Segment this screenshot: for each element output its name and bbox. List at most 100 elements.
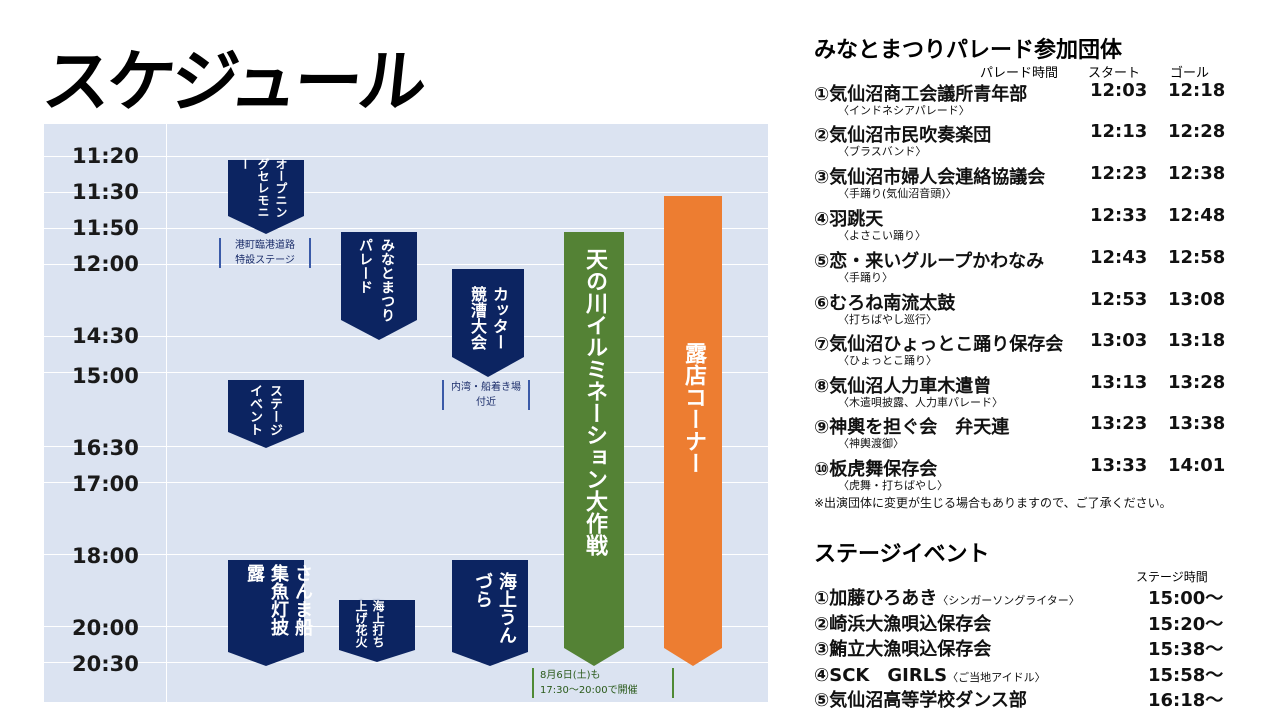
time-label: 20:30 (72, 652, 139, 676)
stage-item-time: 16:18～ (1148, 690, 1224, 711)
roten-marker (664, 196, 722, 666)
performer-type: 〈シンガーソングライター〉 (937, 594, 1080, 607)
time-label: 20:00 (72, 616, 139, 640)
group-performance: 〈虎舞・打ちばやし〉 (838, 479, 948, 492)
performer-name: ②崎浜大漁唄込保存会 (814, 614, 992, 635)
stage-item-name: ②崎浜大漁唄込保存会 (814, 610, 991, 636)
time-label: 11:50 (72, 216, 139, 240)
stage-item-row: ①加藤ひろあき〈シンガーソングライター〉 15:00～ (814, 584, 1234, 610)
stage-item-time: 15:00～ (1148, 588, 1224, 609)
grid-line (44, 156, 768, 157)
unzura-label: 海上うんづら (472, 572, 517, 644)
group-name: ③気仙沼市婦人会連絡協議会 (814, 167, 1046, 188)
group-performance: 〈インドネシアパレード〉 (838, 104, 970, 117)
performer-type: 〈ご当地アイドル〉 (947, 671, 1046, 684)
grid-line (44, 228, 768, 229)
parade-group-row: ②気仙沼市民吹奏楽団 〈ブラスバンド〉 12:13 12:28 (814, 121, 1234, 161)
group-name: ⑤恋・来いグループかわなみ (814, 251, 1045, 272)
stage-item-name: ⑤気仙沼高等学校ダンス部 (814, 686, 1027, 712)
group-goal-time: 12:58 (1168, 247, 1226, 268)
group-start-time: 12:43 (1090, 247, 1148, 268)
group-performance: 〈木遣唄披露、人力車パレード〉 (838, 396, 1003, 409)
group-goal-time: 13:38 (1168, 413, 1226, 434)
note-line: 8月6日(土)も (540, 670, 601, 681)
schedule-timeline: 11:20 11:30 11:50 12:00 14:30 15:00 16:3… (44, 124, 768, 702)
unzura-marker (452, 560, 528, 666)
group-start-time: 12:13 (1090, 121, 1148, 142)
parade-group-row: ⑩板虎舞保存会 〈虎舞・打ちばやし〉 13:33 14:01 (814, 455, 1234, 495)
group-start-time: 13:03 (1090, 330, 1148, 351)
grid-line (44, 662, 768, 663)
group-goal-time: 14:01 (1168, 455, 1226, 476)
parade-group-row: ⑧気仙沼人力車木遣曾 〈木遣唄披露、人力車パレード〉 13:13 13:28 (814, 372, 1234, 412)
parade-group-row: ④羽跳天 〈よさこい踊り〉 12:33 12:48 (814, 205, 1234, 245)
performer-name: ④SCK GIRLS (814, 665, 948, 686)
parade-marker (341, 232, 417, 340)
group-start-time: 12:23 (1090, 163, 1148, 184)
page-title: スケジュール (39, 43, 427, 122)
group-goal-time: 12:38 (1168, 163, 1226, 184)
parade-group-row: ⑨神輿を担ぐ会 弁天連 〈神輿渡御〉 13:23 13:38 (814, 413, 1234, 453)
group-name: ⑧気仙沼人力車木遣曾 (814, 376, 992, 397)
group-performance: 〈よさこい踊り〉 (838, 229, 926, 242)
stage-item-name: ③鮪立大漁唄込保存会 (814, 635, 991, 661)
note-line: 内湾・船着き場 (451, 382, 521, 393)
parade-time-header: パレード時間 (980, 66, 1059, 81)
parade-label: みなとまつりパレード (357, 238, 395, 322)
time-label: 11:20 (72, 144, 139, 168)
amanogawa-marker (564, 232, 624, 666)
stage-item-row: ⑤気仙沼高等学校ダンス部 16:18～ (814, 686, 1234, 712)
group-goal-time: 12:48 (1168, 205, 1226, 226)
stage-item-time: 15:20～ (1148, 614, 1224, 635)
stage-time-header: ステージ時間 (1136, 570, 1208, 584)
note-line: 17:30～20:00で開催 (540, 685, 638, 696)
grid-line (44, 372, 768, 373)
group-name: ⑦気仙沼ひょっとこ踊り保存会 (814, 334, 1064, 355)
group-name: ④羽跳天 (814, 209, 884, 230)
note-line: 特設ステージ (235, 255, 295, 266)
stage-item-name: ④SCK GIRLS〈ご当地アイドル〉 (814, 661, 1046, 687)
group-goal-time: 12:18 (1168, 80, 1226, 101)
group-start-time: 13:23 (1090, 413, 1148, 434)
grid-line (44, 446, 768, 447)
group-name: ⑨神輿を担ぐ会 弁天連 (814, 417, 1010, 438)
group-start-time: 12:53 (1090, 289, 1148, 310)
parade-group-row: ⑤恋・来いグループかわなみ 〈手踊り〉 12:43 12:58 (814, 247, 1234, 287)
group-start-time: 12:03 (1090, 80, 1148, 101)
group-start-time: 13:13 (1090, 372, 1148, 393)
stage-item-row: ②崎浜大漁唄込保存会 15:20～ (814, 610, 1234, 636)
fireworks-label: 海上打ち上げ花火 (354, 600, 385, 648)
group-goal-time: 12:28 (1168, 121, 1226, 142)
group-name: ⑩板虎舞保存会 (814, 459, 938, 480)
time-label: 16:30 (72, 436, 139, 460)
start-header: スタート (1088, 66, 1141, 81)
group-performance: 〈手踊り〉 (838, 271, 893, 284)
cutter-race-label: カッター競漕大会 (468, 286, 509, 350)
group-goal-time: 13:18 (1168, 330, 1226, 351)
parade-group-row: ⑥むろね南流太鼓 〈打ちばやし巡行〉 12:53 13:08 (814, 289, 1234, 329)
parade-group-row: ③気仙沼市婦人会連絡協議会 〈手踊り(気仙沼音頭)〉 12:23 12:38 (814, 163, 1234, 203)
performer-name: ①加藤ひろあき (814, 588, 938, 609)
performer-name: ③鮪立大漁唄込保存会 (814, 639, 992, 660)
time-label: 18:00 (72, 544, 139, 568)
parade-group-row: ①気仙沼商工会議所青年部 〈インドネシアパレード〉 12:03 12:18 (814, 80, 1234, 120)
fireworks-marker (339, 600, 415, 662)
note-line: 港町臨港道路 (235, 240, 295, 251)
opening-ceremony-label: オープニングセレモニー (238, 158, 288, 218)
group-performance: 〈打ちばやし巡行〉 (838, 313, 937, 326)
opening-ceremony-marker (228, 160, 304, 234)
group-name: ①気仙沼商工会議所青年部 (814, 84, 1028, 105)
time-label: 12:00 (72, 252, 139, 276)
stage-item-time: 15:58～ (1148, 665, 1224, 686)
roten-label: 露店コーナー (681, 342, 706, 474)
group-performance: 〈ひょっとこ踊り〉 (838, 354, 937, 367)
time-label: 14:30 (72, 324, 139, 348)
change-notice: ※出演団体に変更が生じる場合もありますので、ご了承ください。 (814, 496, 1172, 510)
performer-name: ⑤気仙沼高等学校ダンス部 (814, 690, 1027, 711)
group-start-time: 12:33 (1090, 205, 1148, 226)
note-line: 付近 (476, 397, 496, 408)
opening-place-note: 港町臨港道路 特設ステージ (219, 238, 311, 268)
grid-line (44, 554, 768, 555)
stage-event-marker (228, 380, 304, 448)
stage-item-name: ①加藤ひろあき〈シンガーソングライター〉 (814, 584, 1080, 610)
